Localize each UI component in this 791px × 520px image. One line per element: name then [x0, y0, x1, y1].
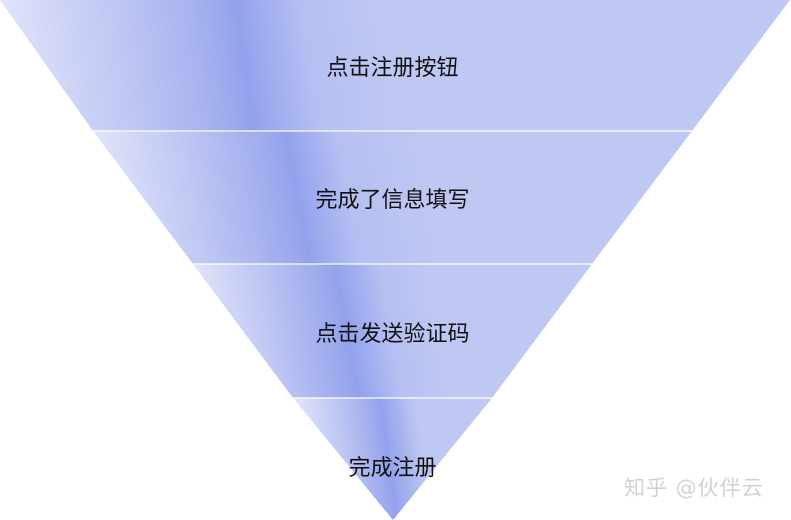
watermark: 知乎 @伙伴云	[624, 476, 764, 500]
stage-label-2: 完成了信息填写	[315, 188, 470, 213]
funnel-stage-2	[93, 131, 692, 264]
funnel-stage-3	[193, 264, 592, 398]
funnel-stage-4	[293, 398, 492, 520]
funnel-stage-1	[0, 0, 790, 131]
stage-label-3: 点击发送验证码	[315, 322, 470, 347]
stage-label-4: 完成注册	[348, 456, 437, 481]
stage-label-1: 点击注册按钮	[326, 56, 459, 81]
